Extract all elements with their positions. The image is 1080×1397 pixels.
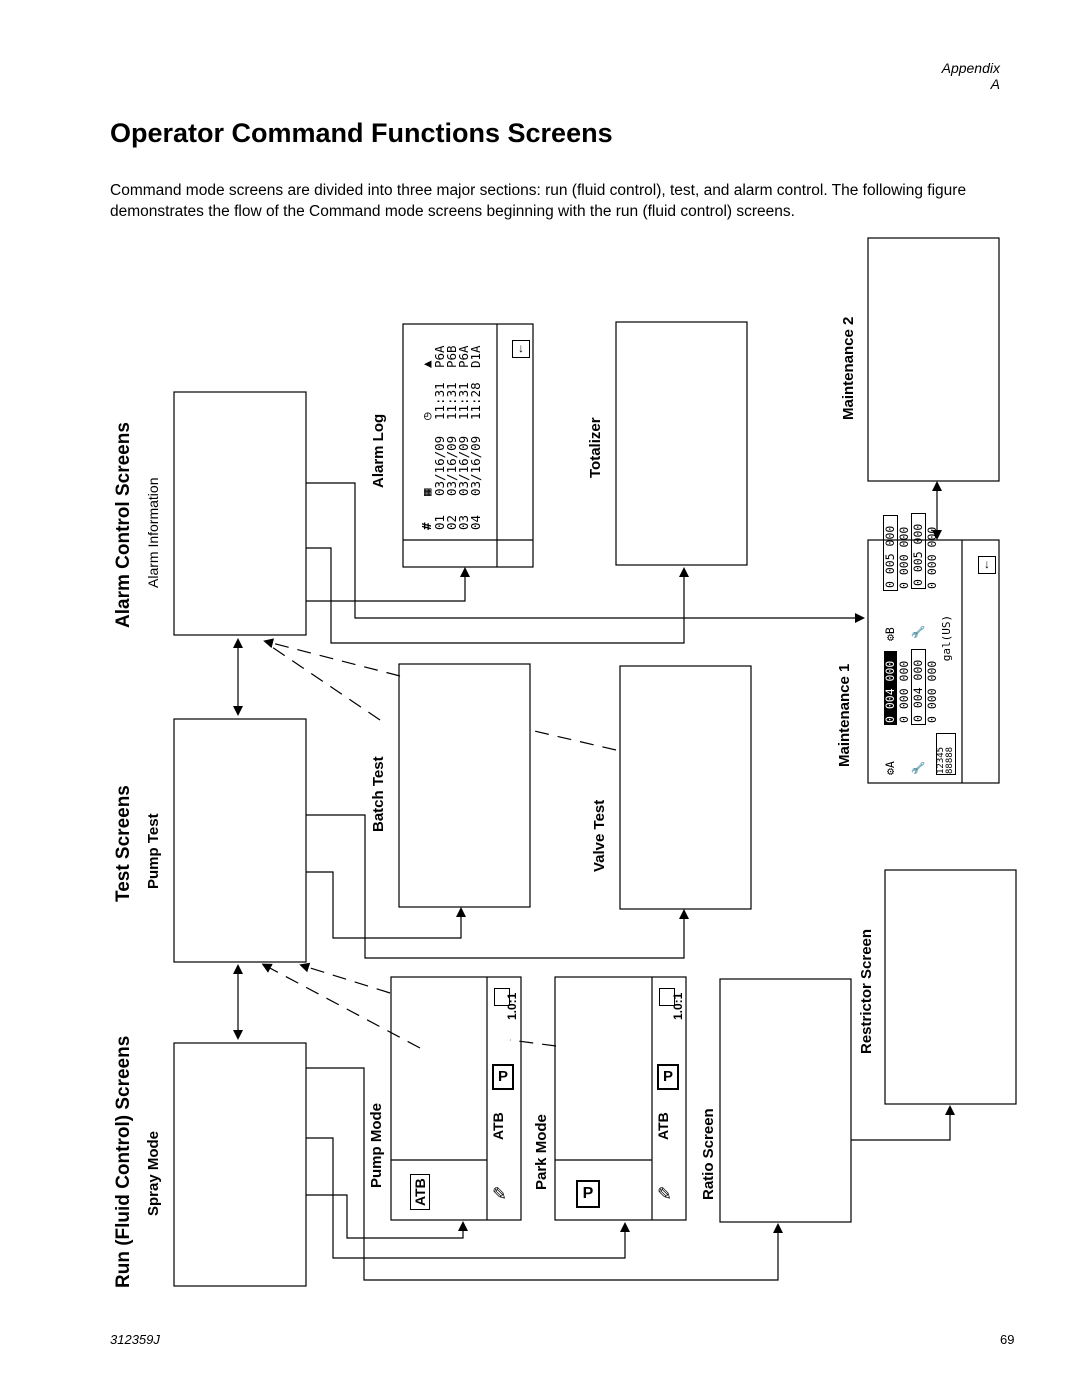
pump-mode-atb-icon: ATB [410, 1174, 430, 1210]
wrench-icon: 🔧 [911, 624, 925, 639]
wrench-icon: 🔧 [911, 760, 925, 775]
pump-b-icon: ⚙B [883, 627, 897, 641]
ratio-screen [719, 978, 852, 1223]
unit-label: gal(US) [939, 614, 953, 662]
totalizer-screen [615, 321, 748, 566]
batch-test-screen [398, 663, 531, 908]
maintenance-1-screen [867, 539, 1000, 784]
value-a-mid: 0 000 000 [897, 660, 911, 723]
ratio-box-icon [494, 988, 510, 1006]
alarm-num: 04 [468, 514, 483, 530]
page-title: Operator Command Functions Screens [110, 118, 613, 148]
spray-mode-label: Spray Mode [145, 1130, 162, 1216]
test-section-heading: Test Screens [113, 785, 134, 902]
pump-a-icon: ⚙A [883, 761, 897, 775]
value-b-top: 0 005 000 [883, 515, 898, 591]
alarm-information-screen [173, 391, 307, 636]
value-a-bot: 0 000 000 [925, 660, 939, 723]
exit-arrow-icon: ↓ [978, 556, 996, 574]
pump-mode-screen [390, 976, 522, 1221]
park-icon: P [492, 1064, 514, 1090]
spray-gun-icon: ✎ [657, 1184, 673, 1204]
value-b-box: 0 005 000 [911, 513, 926, 589]
park-mode-screen [554, 976, 687, 1221]
maintenance-1-values: ⚙A 0 004 000 ⚙B 0 005 000 0 000 000 0 00… [883, 513, 956, 775]
restrictor-screen-label: Restrictor Screen [858, 928, 875, 1054]
ratio-box-icon [659, 988, 675, 1006]
value-a-top: 0 004 000 [883, 651, 897, 725]
alarm-section-heading: Alarm Control Screens [113, 422, 134, 628]
pump-icon: ATB [655, 1112, 671, 1140]
value-b-mid: 0 000 000 [897, 526, 911, 589]
valve-test-screen [619, 665, 752, 910]
alarm-time: 11:28 [468, 382, 483, 420]
counter-bot: 88888 [945, 746, 955, 774]
run-section-heading: Run (Fluid Control) Screens [113, 1035, 134, 1288]
pump-mode-label: Pump Mode [368, 1103, 385, 1188]
header-section-label: Appendix A [941, 60, 1000, 92]
pump-test-screen [173, 718, 307, 963]
park-icon: P [576, 1180, 600, 1208]
alarm-information-label: Alarm Information [145, 477, 161, 588]
intro-paragraph: Command mode screens are divided into th… [110, 182, 967, 220]
alarm-log-label: Alarm Log [370, 413, 387, 488]
spray-mode-screen [173, 1042, 307, 1287]
table-row: 04 03/16/09 11:28 D1A [468, 342, 483, 530]
park-mode-label: Park Mode [533, 1114, 550, 1190]
maintenance-2-label: Maintenance 2 [840, 316, 857, 420]
alarm-date: 03/16/09 [468, 435, 483, 496]
maintenance-1-label: Maintenance 1 [836, 663, 853, 767]
alarm-code: D1A [468, 345, 483, 368]
totalizer-label: Totalizer [587, 417, 604, 478]
restrictor-screen [884, 869, 1017, 1105]
spray-gun-icon: ✎ [492, 1184, 508, 1204]
park-icon: P [657, 1064, 679, 1090]
pump-test-label: Pump Test [145, 813, 162, 889]
doc-number: 312359J [110, 1332, 160, 1347]
alarm-log-table: # ▦ ◷ ▲ 01 03/16/09 11:31 P6A 02 03/16/0… [419, 342, 483, 530]
exit-arrow-icon: ↓ [512, 340, 530, 358]
page-number: 69 [1000, 1332, 1015, 1347]
value-a-box: 0 004 000 [911, 649, 926, 725]
valve-test-label: Valve Test [591, 799, 608, 872]
ratio-screen-label: Ratio Screen [700, 1108, 717, 1200]
pump-icon: ATB [490, 1112, 506, 1140]
maintenance-2-screen [867, 237, 1000, 482]
batch-test-label: Batch Test [370, 756, 387, 832]
value-b-bot: 0 000 000 [925, 526, 939, 589]
